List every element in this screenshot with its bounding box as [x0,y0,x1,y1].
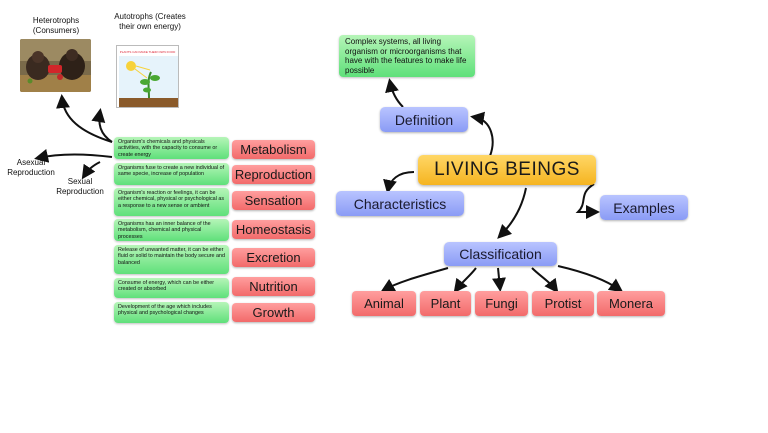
kingdom-fungi[interactable]: Fungi [475,291,528,316]
trait-description-nutrition: Consume of energy, which can be either c… [114,278,229,298]
definition-node[interactable]: Definition [380,107,468,132]
characteristics-node[interactable]: Characteristics [336,191,464,216]
kingdom-plant[interactable]: Plant [420,291,471,316]
trait-description-metabolism: Organism's chemicals and physicals activ… [114,137,229,159]
definition-text: Complex systems, all living organism or … [339,35,475,77]
kingdom-monera[interactable]: Monera [597,291,665,316]
trait-description-excretion: Release of unwanted matter, it can be ei… [114,245,229,274]
asexual-reproduction-label: Asexual Reproduction [7,158,55,177]
kingdom-protist[interactable]: Protist [532,291,594,316]
trait-description-growth: Development of the age which includes ph… [114,302,229,323]
trait-nutrition[interactable]: Nutrition [232,277,315,296]
trait-metabolism[interactable]: Metabolism [232,140,315,159]
heterotrophs-photo [20,39,91,92]
examples-node[interactable]: Examples [600,195,688,220]
trait-description-sensation: Organism's reaction or feelings, it can … [114,188,229,216]
trait-sensation[interactable]: Sensation [232,191,315,210]
trait-homeostasis[interactable]: Homeostasis [232,220,315,239]
autotrophs-image-caption: PLANTS CAN MAKE THEIR OWN FOOD [119,50,176,54]
heterotrophs-label: Heterotrophs (Consumers) [32,16,80,35]
autotrophs-photo: PLANTS CAN MAKE THEIR OWN FOOD [116,45,179,108]
classification-node[interactable]: Classification [444,242,557,266]
kingdom-animal[interactable]: Animal [352,291,416,316]
trait-growth[interactable]: Growth [232,303,315,322]
trait-excretion[interactable]: Excretion [232,248,315,267]
sexual-reproduction-label: Sexual Reproduction [56,177,104,196]
photosynthesis-image [119,56,178,107]
monkeys-eating-image [20,39,91,92]
trait-reproduction[interactable]: Reproduction [232,165,315,184]
central-topic[interactable]: LIVING BEINGS [418,155,596,185]
autotrophs-label: Autotrophs (Creates their own energy) [114,12,186,31]
trait-description-homeostasis: Organisms has an inner balance of the me… [114,219,229,241]
trait-description-reproduction: Organisms fuse to create a new individua… [114,163,229,185]
